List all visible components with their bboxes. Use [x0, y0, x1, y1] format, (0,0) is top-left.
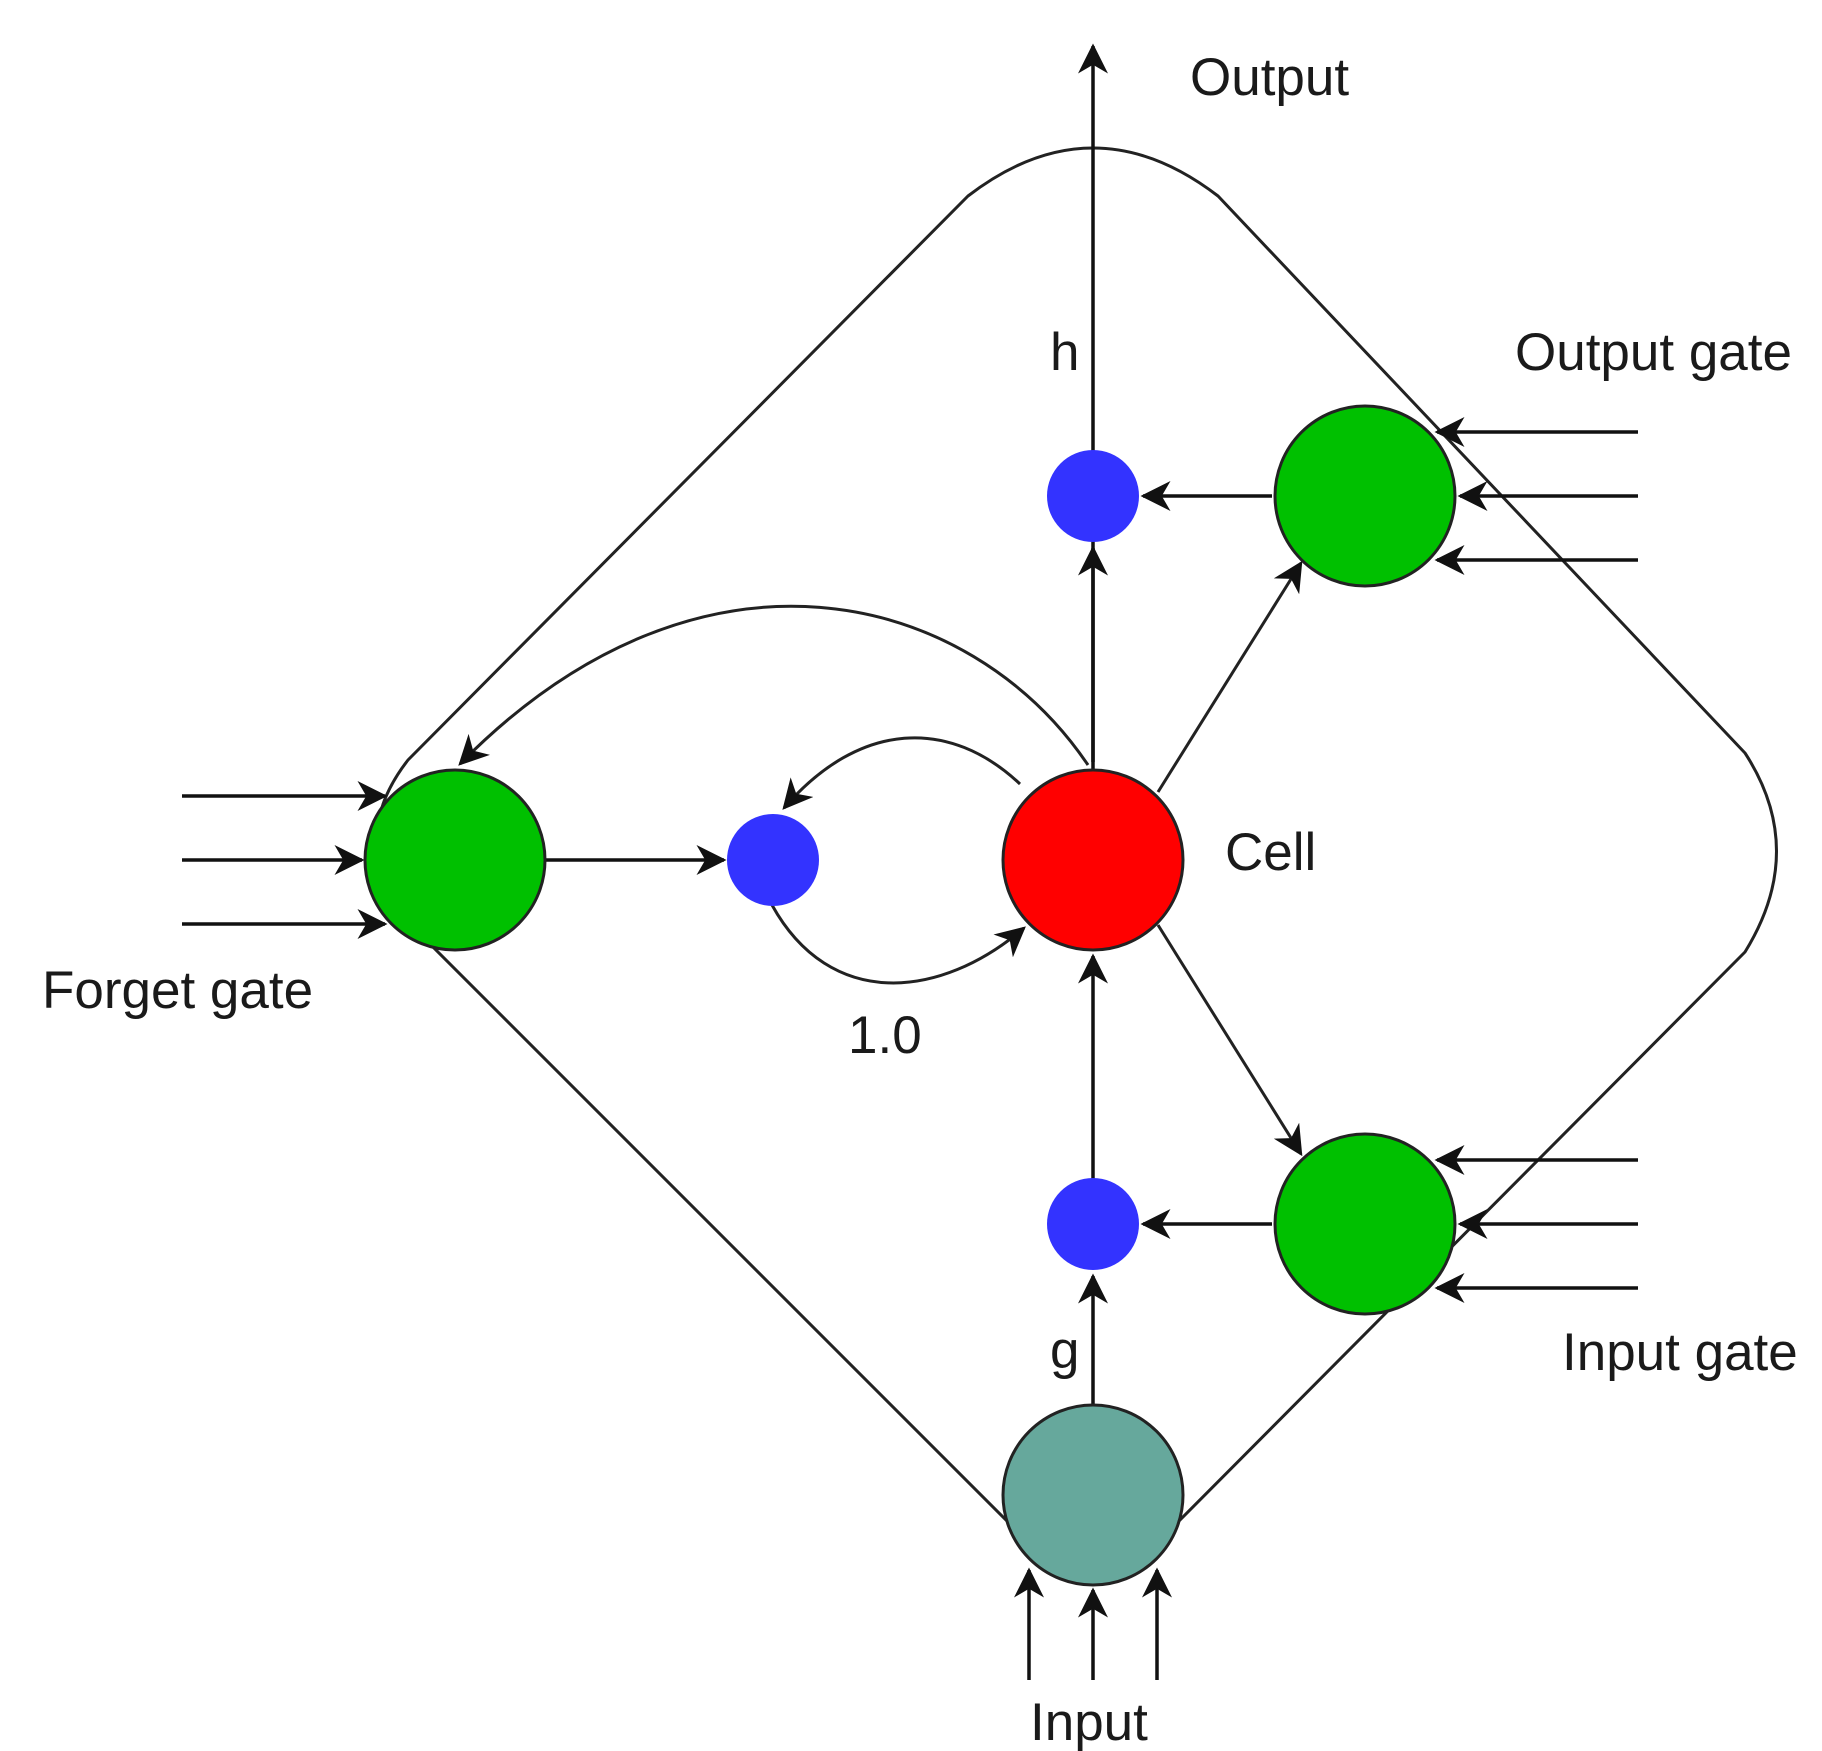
forget-gate-node [363, 768, 547, 952]
input-node [1001, 1403, 1185, 1587]
forget-multiplier-node [727, 814, 819, 906]
output-gate-label: Output gate [1515, 323, 1792, 382]
forget-multiplier-to-cell-arrow [770, 904, 1026, 985]
cell-to-output-gate-arrow [1156, 560, 1303, 793]
input-multiplier-node [1047, 1178, 1139, 1270]
forget-gate-label: Forget gate [42, 961, 313, 1020]
input-gate-node [1273, 1132, 1457, 1316]
cell-to-input-gate-arrow [1156, 924, 1303, 1157]
cell-to-forget-gate-arrow [458, 604, 1090, 766]
output-label: Output [1190, 48, 1349, 107]
cell-to-forget-multiplier-arrow [782, 736, 1022, 810]
output-multiplier-node [1047, 450, 1139, 542]
self-loop-weight-label: 1.0 [848, 1006, 922, 1065]
cell-label: Cell [1225, 823, 1316, 882]
h-label: h [1050, 323, 1079, 382]
g-label: g [1050, 1321, 1079, 1380]
input-label: Input [1030, 1693, 1148, 1751]
cell-node [1001, 768, 1185, 952]
input-gate-label: Input gate [1562, 1323, 1798, 1382]
output-gate-node [1273, 404, 1457, 588]
